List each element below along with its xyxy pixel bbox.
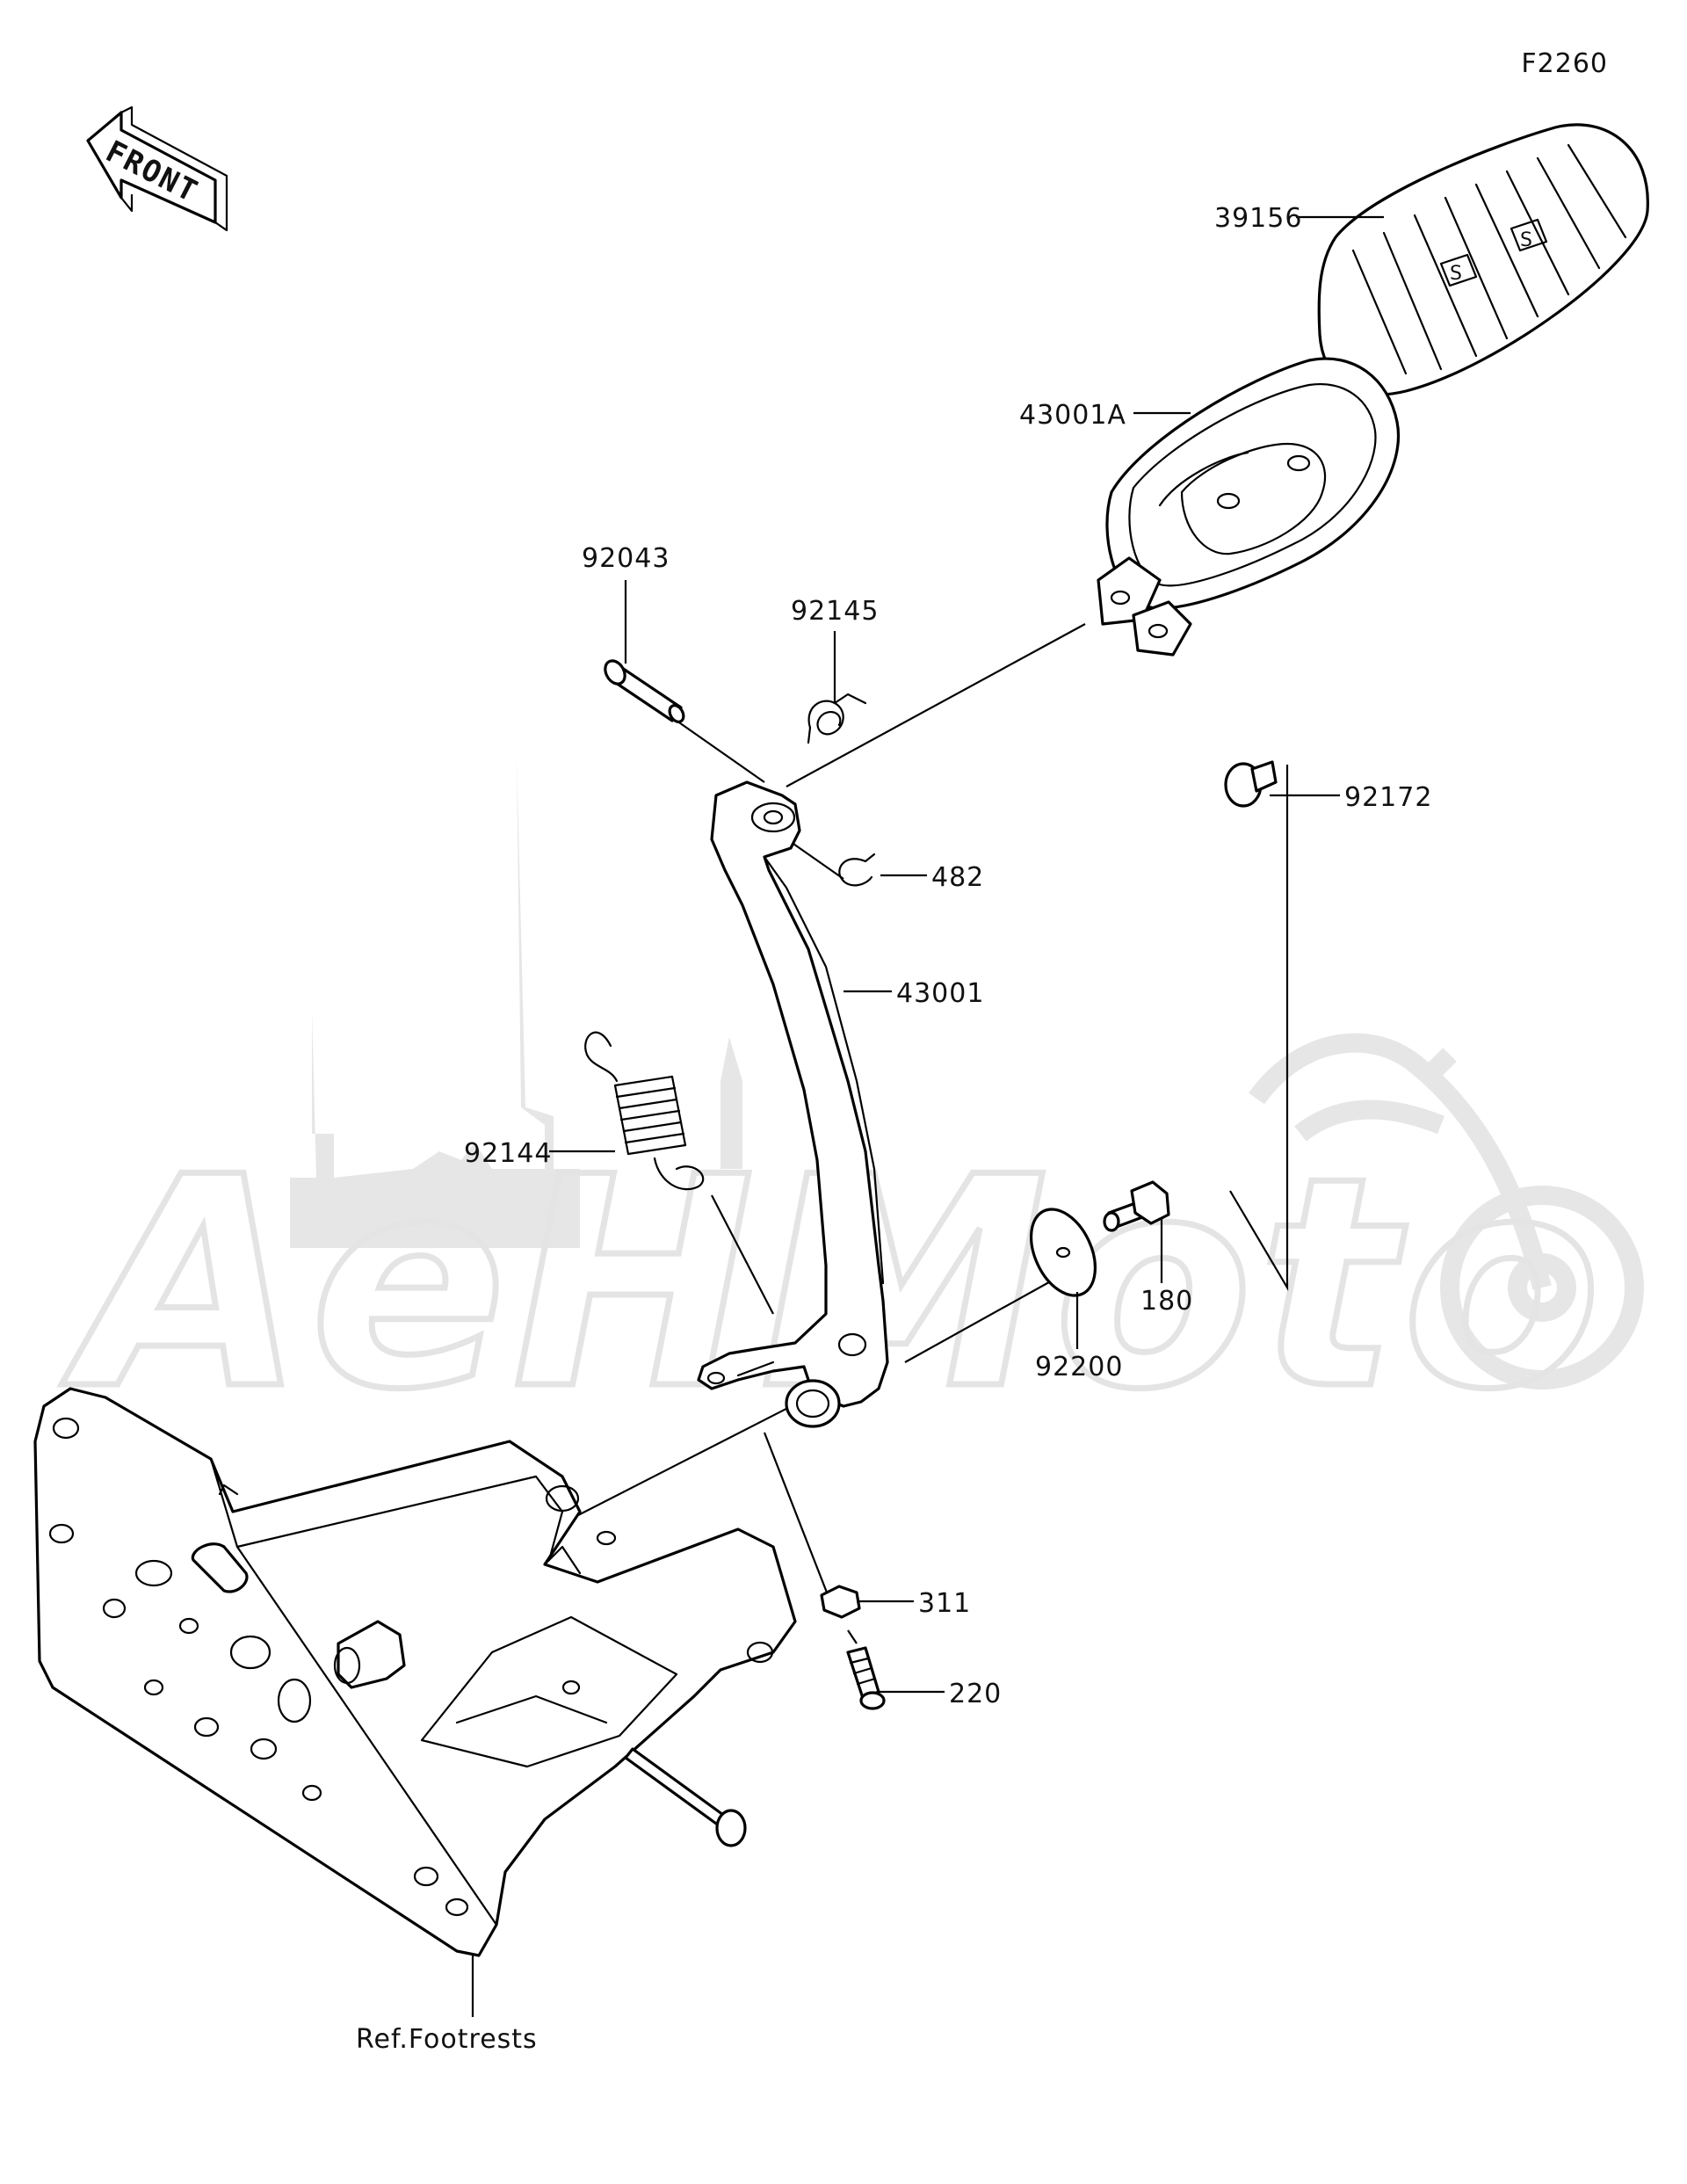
footrest-bracket — [33, 1387, 797, 1957]
pivot-bolt — [1103, 1180, 1170, 1232]
callout-92172: 92172 — [1344, 782, 1432, 813]
washer — [1030, 1208, 1097, 1297]
callout-92145: 92145 — [791, 596, 879, 627]
hex-nut — [820, 1585, 861, 1619]
svg-text:S: S — [1450, 263, 1462, 285]
callout-leaders — [471, 215, 1384, 2017]
front-direction-arrow: FRONT — [86, 105, 228, 232]
callout-180: 180 — [1140, 1286, 1193, 1317]
clevis-pin — [604, 659, 685, 723]
callout-43001: 43001 — [896, 978, 984, 1009]
callout-92043: 92043 — [582, 543, 670, 574]
svg-text:S: S — [1520, 229, 1532, 251]
callout-39156: 39156 — [1214, 203, 1302, 234]
brake-pedal-plate — [1097, 357, 1400, 657]
callout-43001A: 43001A — [1019, 400, 1126, 431]
tension-spring — [584, 1031, 705, 1191]
pad-mounting-bolt — [1224, 760, 1278, 808]
assembly-lines — [412, 443, 1341, 1644]
callout-220: 220 — [949, 1679, 1002, 1709]
callout-92200: 92200 — [1035, 1352, 1123, 1382]
reference-footrests-label: Ref.Footrests — [356, 2024, 538, 2055]
small-bolt — [846, 1646, 886, 1710]
diagram-code: F2260 — [1521, 48, 1608, 79]
callout-92144: 92144 — [464, 1138, 552, 1169]
brake-pedal-arm — [697, 780, 889, 1428]
circlip — [838, 853, 876, 887]
callout-labels: 39156 43001A 92043 92145 92172 482 43001… — [356, 203, 1432, 2055]
callout-482: 482 — [931, 862, 984, 893]
brake-pedal-rubber-pad: S S — [1317, 123, 1649, 396]
torsion-spring — [807, 693, 867, 744]
callout-311: 311 — [918, 1588, 971, 1619]
